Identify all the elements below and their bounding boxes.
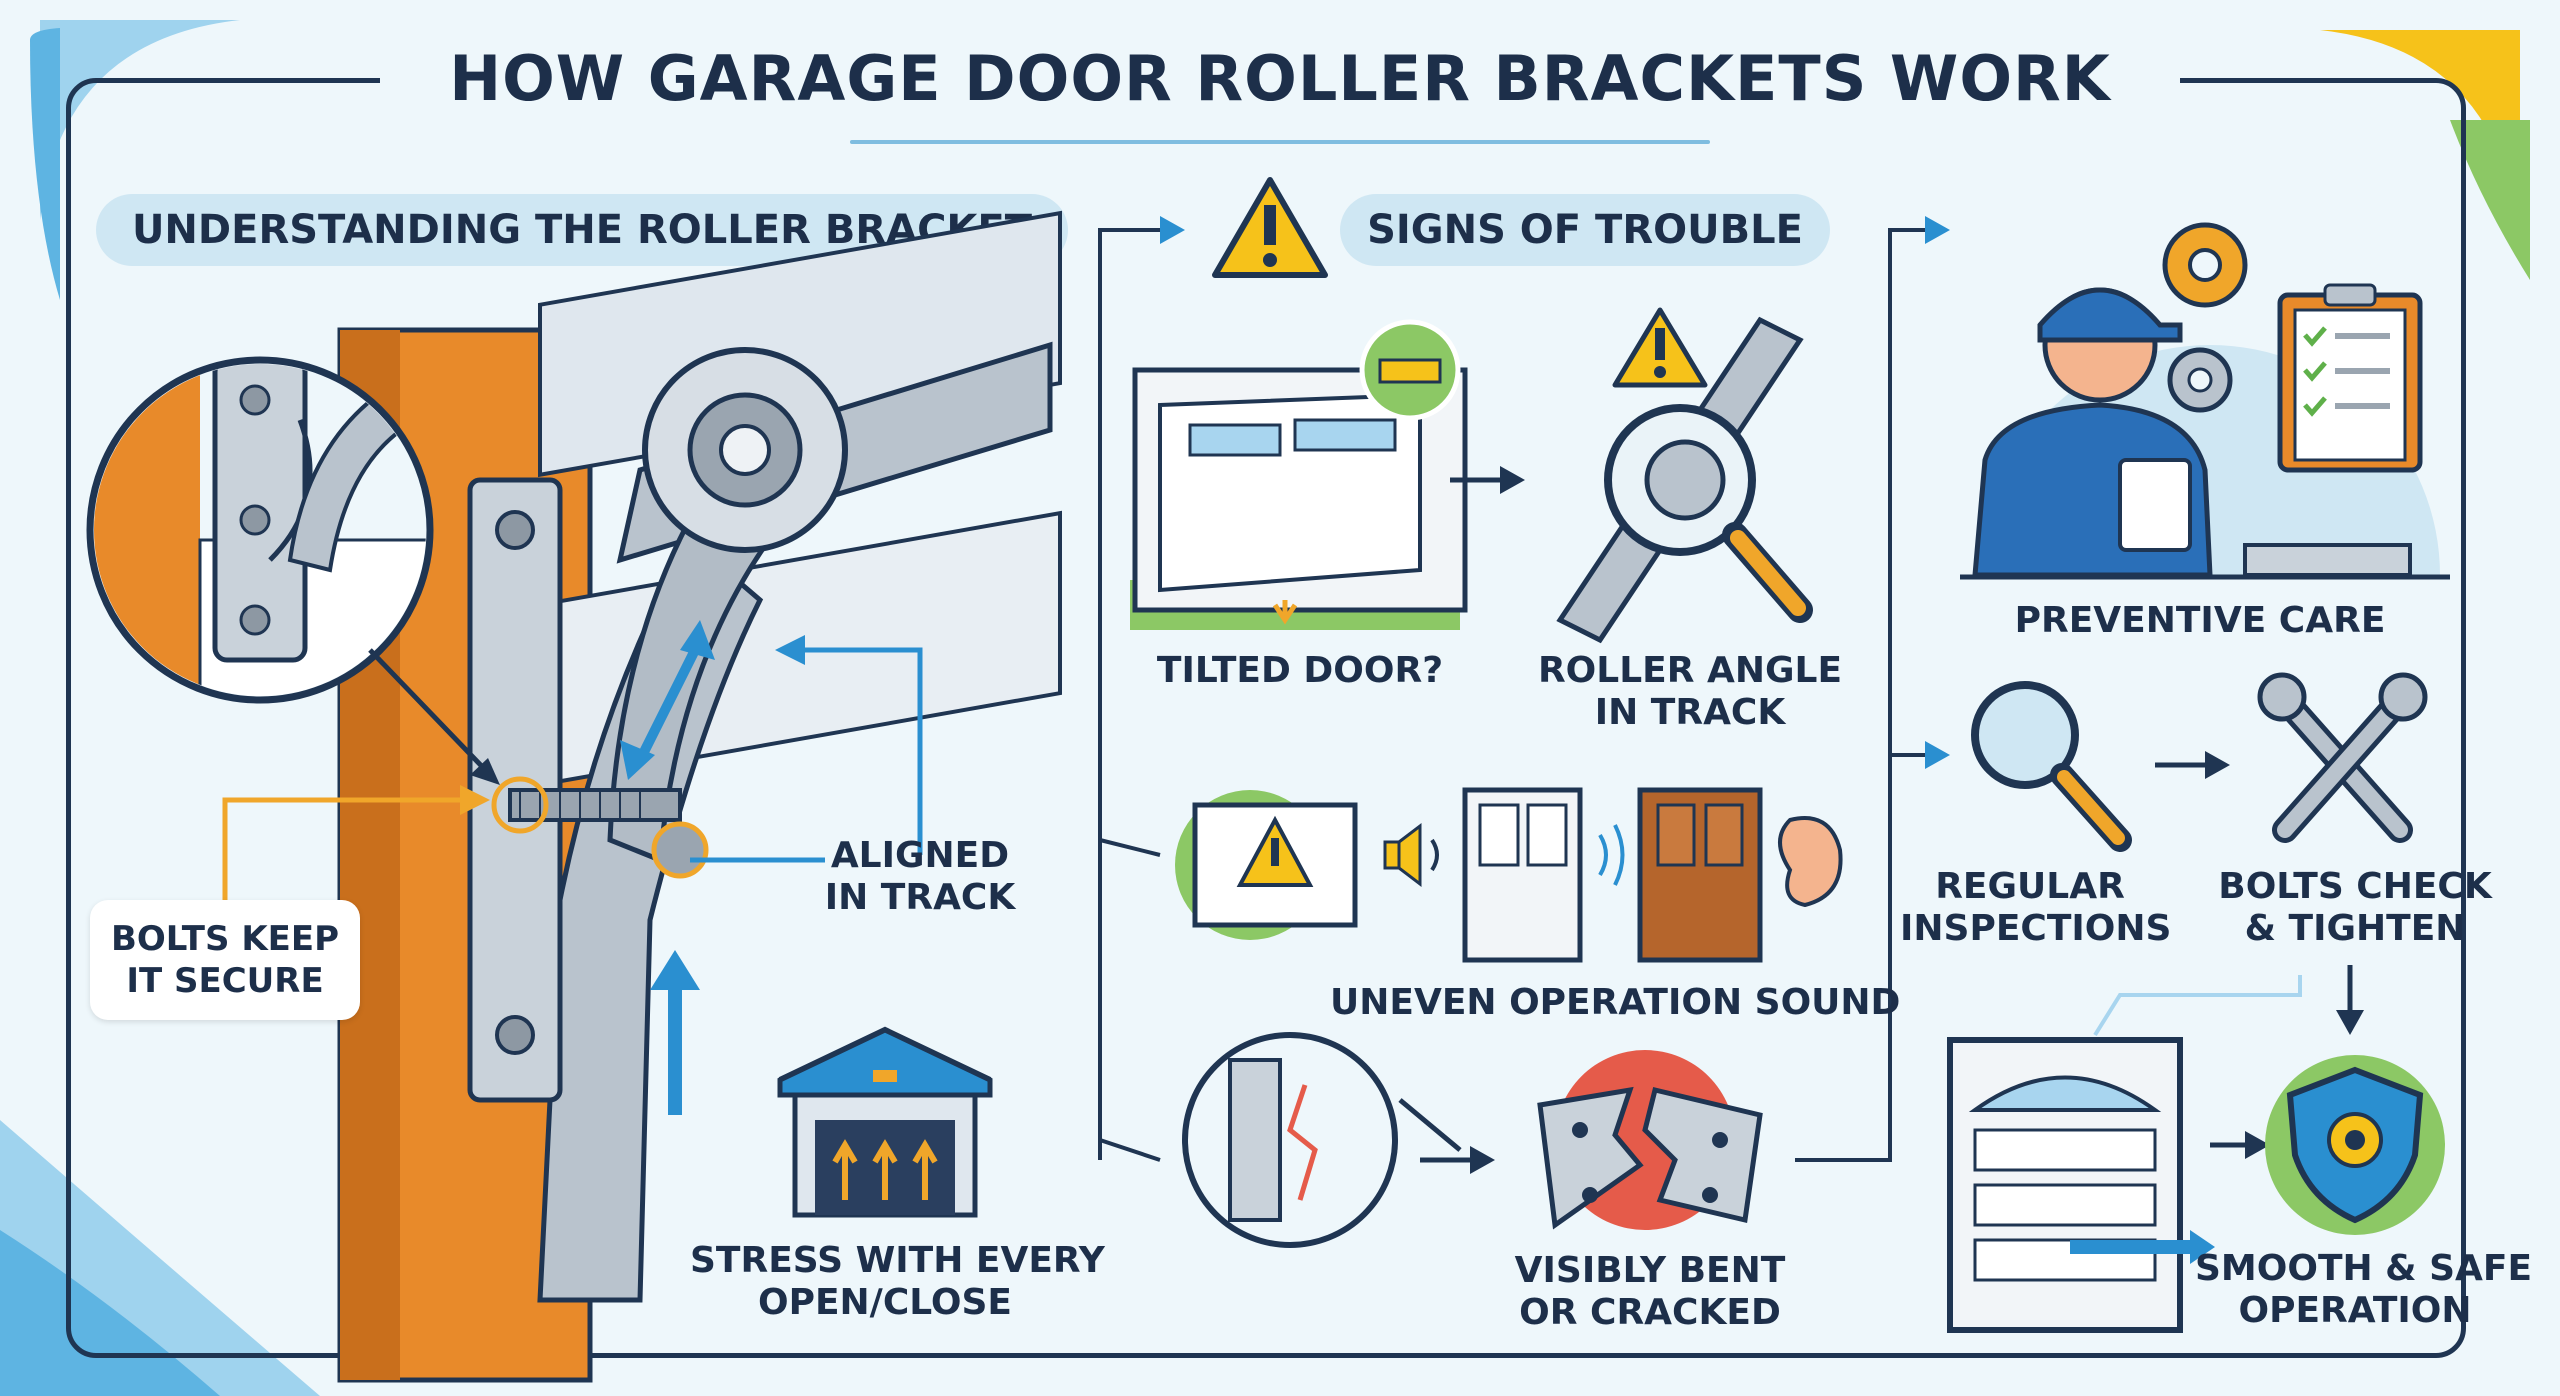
sign-roller-line2: IN TRACK [1594,692,1786,733]
section-trouble: SIGNS OF TROUBLE [1340,194,1830,266]
care-smooth-safe: SMOOTH & SAFE OPERATION [2195,1248,2533,1332]
care-smooth-line2: OPERATION [2238,1290,2472,1331]
speaker-icon [1383,822,1439,888]
callout-aligned-line2: IN TRACK [824,877,1016,918]
care-inspections: REGULAR INSPECTIONS [1900,866,2172,950]
callout-stress-line1: STRESS WITH EVERY [690,1240,1105,1281]
warning-icon [1212,177,1328,278]
page-title: HOW GARAGE DOOR ROLLER BRACKETS WORK [380,42,2180,115]
sign-tilted-door: TILTED DOOR? [1156,650,1444,691]
gear-icon [2162,222,2248,413]
sign-bent-cracked: VISIBLY BENT OR CRACKED [1500,1250,1800,1334]
care-bolts-line1: BOLTS CHECK [2218,866,2492,907]
callout-bolts-line2: IT SECURE [126,961,324,1001]
sign-bent-line2: OR CRACKED [1519,1292,1781,1333]
callout-bolts-secure: BOLTS KEEP IT SECURE [90,900,360,1020]
title-underline [850,140,1710,144]
wrench-icon [2257,672,2428,843]
callout-stress-line2: OPEN/CLOSE [757,1282,1013,1323]
care-bolts-check: BOLTS CHECK & TIGHTEN [2210,866,2500,950]
callout-aligned-track: ALIGNED IN TRACK [820,835,1020,919]
callout-stress: STRESS WITH EVERY OPEN/CLOSE [690,1240,1105,1324]
care-preventive: PREVENTIVE CARE [2014,600,2386,641]
shield-icon [2265,1055,2445,1235]
sign-roller-angle: ROLLER ANGLE IN TRACK [1530,650,1850,734]
sign-roller-line1: ROLLER ANGLE [1537,650,1843,691]
ear-icon [1778,816,1843,908]
sign-uneven-sound: UNEVEN OPERATION SOUND [1330,982,1901,1023]
care-inspections-line2: INSPECTIONS [1900,908,2172,949]
care-inspections-line1: REGULAR [1935,866,2125,907]
care-smooth-line1: SMOOTH & SAFE [2195,1248,2533,1289]
callout-aligned-line1: ALIGNED [830,835,1010,876]
sign-bent-line1: VISIBLY BENT [1514,1250,1786,1291]
clipboard-icon [2277,283,2423,473]
callout-bolts-line1: BOLTS KEEP [110,919,340,959]
care-bolts-line2: & TIGHTEN [2244,908,2466,949]
magnifier-icon [1971,681,2132,852]
